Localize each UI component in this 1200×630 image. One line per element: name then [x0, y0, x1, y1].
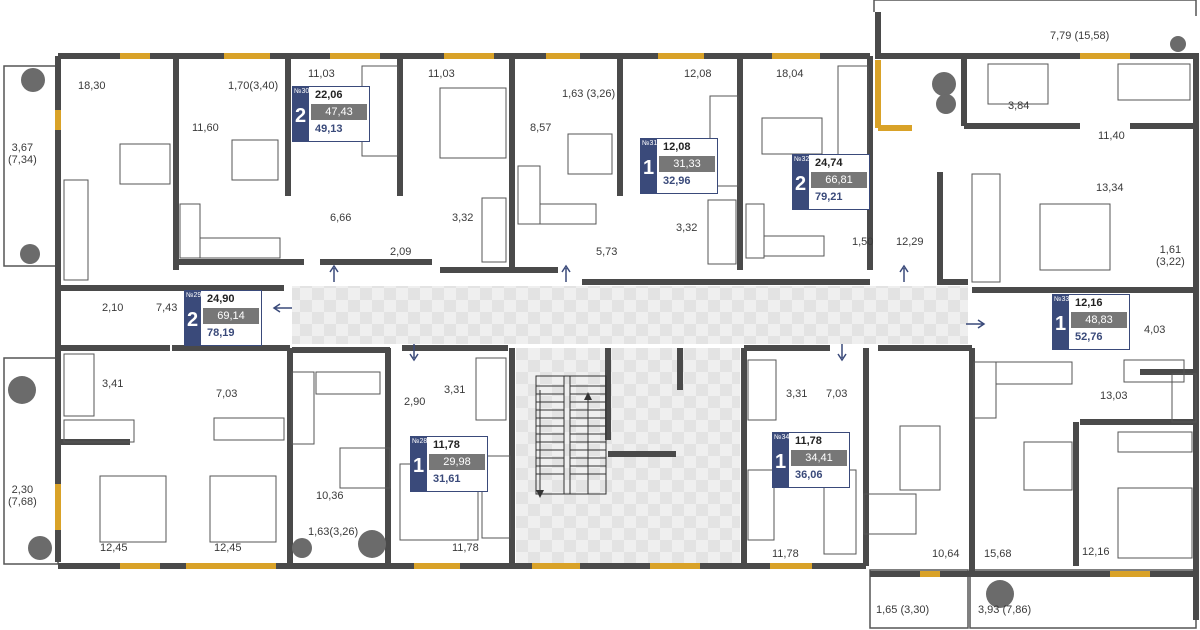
- area-with-balcony: 31,61: [433, 473, 461, 485]
- living-area: 24,90: [207, 293, 235, 305]
- total-area: 47,43: [311, 104, 367, 120]
- room-area: 2,30 (7,68): [8, 484, 37, 508]
- room-area: 1,63 (3,26): [562, 88, 616, 100]
- area-with-balcony: 32,96: [663, 175, 691, 187]
- room-area: 11,60: [192, 122, 219, 134]
- room-area: 11,03: [428, 68, 455, 80]
- apartment-number: №33: [1054, 296, 1070, 303]
- room-area: 13,03: [1100, 390, 1128, 402]
- room-area: 5,73: [596, 246, 618, 258]
- room-area: 7,03: [216, 388, 238, 400]
- room-area: 3,93 (7,86): [978, 604, 1032, 616]
- room-count: 1: [1055, 313, 1067, 335]
- room-area: 3,32: [676, 222, 698, 234]
- living-area: 24,74: [815, 157, 843, 169]
- room-area: 1,63(3,26): [308, 526, 359, 538]
- area-with-balcony: 78,19: [207, 327, 235, 339]
- furniture: [63, 63, 1197, 559]
- total-area: 34,41: [791, 450, 847, 466]
- room-area: 18,04: [776, 68, 804, 80]
- room-area: 1,65 (3,30): [876, 604, 930, 616]
- room-area: 12,08: [684, 68, 712, 80]
- room-area: 3,32: [452, 212, 474, 224]
- area-with-balcony: 79,21: [815, 191, 843, 203]
- room-count: 1: [643, 157, 655, 179]
- living-area: 12,16: [1075, 297, 1103, 309]
- apartment-badge[interactable]: №33 1 12,16 48,83 52,76: [1052, 294, 1130, 350]
- living-area: 11,78: [433, 439, 460, 451]
- room-area: 11,40: [1098, 130, 1125, 142]
- room-area: 3,41: [102, 378, 124, 390]
- apartment-badge[interactable]: №29 2 24,90 69,14 78,19: [184, 290, 262, 346]
- apartment-number: №34: [774, 434, 790, 441]
- room-count: 2: [187, 309, 199, 331]
- total-area: 69,14: [203, 308, 259, 324]
- room-area: 2,10: [102, 302, 124, 314]
- room-area: 2,90: [404, 396, 426, 408]
- room-count: 1: [413, 455, 425, 477]
- stair-arrow-up-icon: [584, 392, 592, 400]
- room-area: 12,45: [214, 542, 242, 554]
- total-area: 66,81: [811, 172, 867, 188]
- room-area: 3,31: [444, 384, 466, 396]
- apartment-badge[interactable]: №31 1 12,08 31,33 32,96: [640, 138, 718, 194]
- total-area: 48,83: [1071, 312, 1127, 328]
- area-with-balcony: 52,76: [1075, 331, 1103, 343]
- apartment-number: №29: [186, 292, 202, 299]
- apartment-badge[interactable]: №30 2 22,06 47,43 49,13: [292, 86, 370, 142]
- apartment-badge[interactable]: №34 1 11,78 34,41 36,06: [772, 432, 850, 488]
- room-area: 11,03: [308, 68, 335, 80]
- room-area: 10,36: [316, 490, 344, 502]
- apartment-number: №31: [642, 140, 658, 147]
- apartment-badge[interactable]: №32 2 24,74 66,81 79,21: [792, 154, 870, 210]
- room-area: 11,78: [452, 542, 479, 554]
- room-area: 18,30: [78, 80, 106, 92]
- room-area: 7,79 (15,58): [1050, 30, 1110, 42]
- room-area: 12,29: [896, 236, 924, 248]
- apartment-number: №28: [412, 438, 428, 445]
- room-area: 3,84: [1008, 100, 1030, 112]
- area-with-balcony: 49,13: [315, 123, 343, 135]
- entry-arrows: [272, 264, 986, 362]
- apartment-badge[interactable]: №28 1 11,78 29,98 31,61: [410, 436, 488, 492]
- staircase: [535, 375, 607, 495]
- room-area: 3,67 (7,34): [8, 142, 37, 166]
- room-area: 8,57: [530, 122, 552, 134]
- room-area: 1,61 (3,22): [1156, 244, 1185, 268]
- area-with-balcony: 36,06: [795, 469, 823, 481]
- room-count: 1: [775, 451, 787, 473]
- room-area: 13,34: [1096, 182, 1124, 194]
- room-area: 7,43: [156, 302, 178, 314]
- apartment-number: №32: [794, 156, 810, 163]
- living-area: 11,78: [795, 435, 822, 447]
- total-area: 31,33: [659, 156, 715, 172]
- room-area: 10,64: [932, 548, 960, 560]
- living-area: 12,08: [663, 141, 691, 153]
- room-area: 1,70(3,40): [228, 80, 279, 92]
- room-area: 15,68: [984, 548, 1012, 560]
- plant-icons: [8, 36, 1186, 608]
- room-area: 12,45: [100, 542, 128, 554]
- room-area: 6,66: [330, 212, 352, 224]
- room-area: 12,16: [1082, 546, 1110, 558]
- room-count: 2: [295, 105, 307, 127]
- room-area: 1,50: [852, 236, 874, 248]
- room-area: 7,03: [826, 388, 848, 400]
- living-area: 22,06: [315, 89, 343, 101]
- room-count: 2: [795, 173, 807, 195]
- stair-arrow-down-icon: [536, 490, 544, 498]
- room-area: 11,78: [772, 548, 799, 560]
- apartment-number: №30: [294, 88, 310, 95]
- total-area: 29,98: [429, 454, 485, 470]
- room-area: 3,31: [786, 388, 808, 400]
- corridor: [292, 286, 968, 344]
- room-area: 2,09: [390, 246, 412, 258]
- room-area: 4,03: [1144, 324, 1166, 336]
- windows: [55, 53, 1150, 577]
